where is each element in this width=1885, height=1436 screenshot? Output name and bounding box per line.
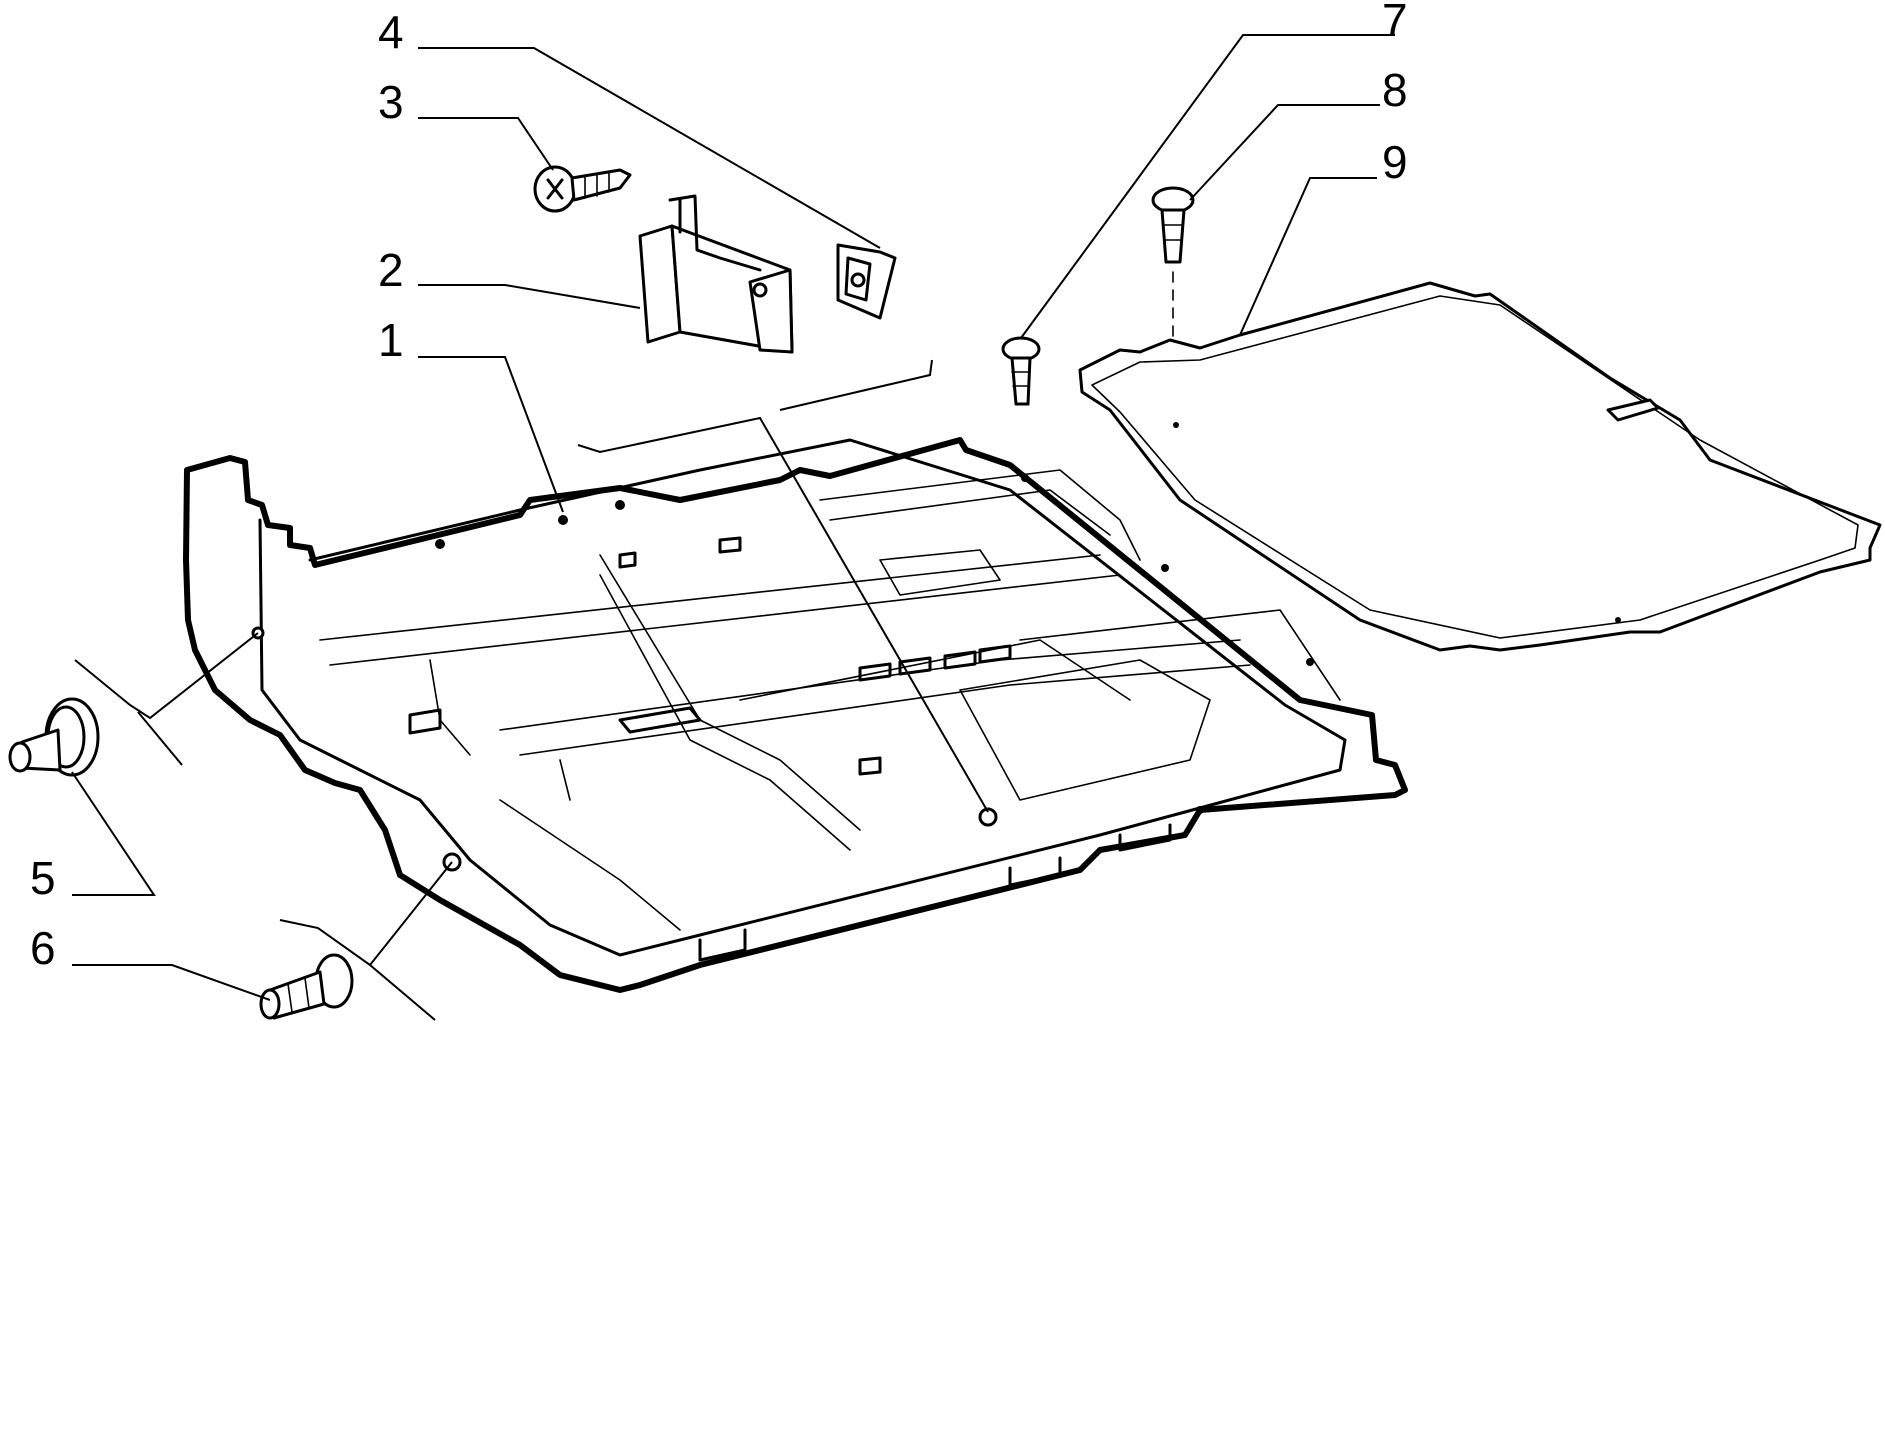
- callout-9: 9: [1382, 136, 1408, 188]
- callout-3: 3: [378, 76, 404, 128]
- plug-button-part: [8, 697, 100, 777]
- support-bracket-part: [638, 194, 794, 354]
- tapping-screw-part: [533, 165, 632, 213]
- leader-5: [71, 771, 156, 896]
- push-fastener-part: [259, 953, 354, 1020]
- callout-7: 7: [1382, 0, 1408, 46]
- callout-5: 5: [30, 852, 56, 904]
- callout-labels: 1 2 3 4 5 6 7 8 9: [30, 0, 1408, 974]
- leader-6: [72, 964, 271, 1001]
- callout-4: 4: [378, 6, 404, 58]
- push-rivet-part: [1151, 186, 1195, 421]
- leader-8: [1189, 104, 1380, 201]
- leader-9: [1239, 177, 1377, 336]
- floor-mat-panel-part: [1078, 281, 1882, 652]
- clip-nut-part: [836, 243, 897, 320]
- leader-3: [418, 117, 554, 171]
- leader-1: [418, 356, 564, 513]
- callout-1: 1: [378, 314, 404, 366]
- leader-lines: [71, 34, 1395, 1021]
- leader-7: [1020, 34, 1395, 339]
- push-pin-part: [1001, 336, 1041, 406]
- callout-8: 8: [1382, 64, 1408, 116]
- leader-4: [418, 47, 881, 249]
- leader-2: [418, 284, 641, 309]
- callout-6: 6: [30, 922, 56, 974]
- callout-2: 2: [378, 244, 404, 296]
- floor-panel-part: [183, 437, 1408, 993]
